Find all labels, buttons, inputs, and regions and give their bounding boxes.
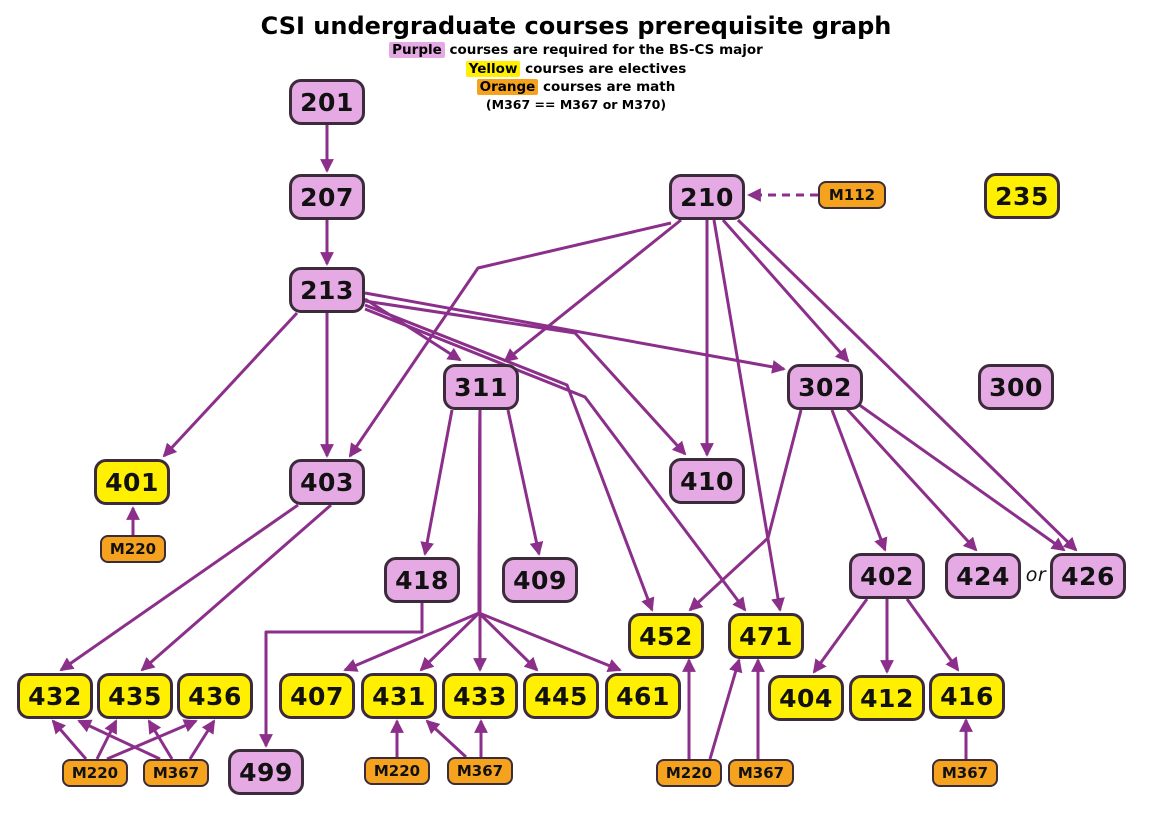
node-499: 499 <box>228 749 304 795</box>
node-302: 302 <box>787 364 863 410</box>
edge-m367b-to-436 <box>188 719 216 760</box>
edge-210-to-311 <box>503 218 682 363</box>
node-452: 452 <box>628 613 704 659</box>
edge-m220b-to-432 <box>51 719 88 760</box>
node-409: 409 <box>502 557 578 603</box>
node-435: 435 <box>97 673 173 719</box>
edge-302-to-424 <box>844 406 978 552</box>
node-432: 432 <box>17 673 93 719</box>
node-404: 404 <box>768 675 844 721</box>
node-m367e: M367 <box>932 759 998 787</box>
legend-yellow: Yellow courses are electives <box>0 61 1152 77</box>
node-410: 410 <box>669 458 745 504</box>
legend-purple-text: courses are required for the BS-CS major <box>444 42 763 58</box>
legend-purple: Purple courses are required for the BS-C… <box>0 42 1152 58</box>
edge-210-to-302 <box>721 219 850 363</box>
edge-213-to-410 <box>364 299 687 456</box>
node-m367d: M367 <box>728 759 794 787</box>
node-418: 418 <box>384 557 460 603</box>
edge-311-to-409 <box>506 409 544 556</box>
node-m112: M112 <box>818 181 886 209</box>
node-311: 311 <box>443 364 519 410</box>
node-m367b: M367 <box>143 759 209 787</box>
legend-yellow-swatch: Yellow <box>465 61 521 77</box>
legend-purple-swatch: Purple <box>389 42 445 58</box>
node-461: 461 <box>605 673 681 719</box>
node-402: 402 <box>849 553 925 599</box>
legend-orange-swatch: Orange <box>476 79 539 95</box>
node-433: 433 <box>442 673 518 719</box>
edge-302-to-402 <box>830 409 888 552</box>
edge-m367c-to-431 <box>425 719 468 759</box>
legend-yellow-text: courses are electives <box>520 61 687 77</box>
node-407: 407 <box>279 673 355 719</box>
legend-note: (M367 == M367 or M370) <box>485 97 667 112</box>
edge-402-to-416 <box>905 598 960 672</box>
edge-210-to-471 <box>712 219 785 612</box>
edge-402-to-404 <box>812 598 869 674</box>
edge-210-to-426 <box>736 218 1078 552</box>
edge-m220d-to-471 <box>708 658 743 760</box>
node-436: 436 <box>177 673 253 719</box>
edge-311-to-461 <box>477 409 622 672</box>
edge-m220b-to-436 <box>106 719 198 761</box>
node-300: 300 <box>978 364 1054 410</box>
node-m220b: M220 <box>62 759 128 787</box>
edge-418-to-499 <box>259 603 424 748</box>
edge-213-to-471 <box>364 307 747 612</box>
edge-403-to-432 <box>59 503 299 672</box>
legend-orange-text: courses are math <box>538 79 676 95</box>
edge-311-to-445 <box>477 409 539 672</box>
node-403: 403 <box>289 459 365 505</box>
edge-311-to-431 <box>419 409 482 672</box>
node-m220a: M220 <box>100 535 166 563</box>
edge-213-to-452 <box>364 303 655 612</box>
edge-403-to-435 <box>140 503 332 672</box>
page-title: CSI undergraduate courses prerequisite g… <box>260 12 892 40</box>
node-412: 412 <box>849 675 925 721</box>
node-m220c: M220 <box>364 757 430 785</box>
node-207: 207 <box>289 174 365 220</box>
node-426: 426 <box>1050 553 1126 599</box>
edge-311-to-418 <box>420 409 454 556</box>
or-label: or <box>1025 564 1047 586</box>
node-210: 210 <box>669 174 745 220</box>
node-445: 445 <box>523 673 599 719</box>
edge-m367b-to-435 <box>147 719 174 760</box>
node-235: 235 <box>984 173 1060 219</box>
edge-302-to-426 <box>857 402 1066 552</box>
legend-orange: Orange courses are math <box>0 79 1152 95</box>
edge-302-to-452 <box>688 409 803 612</box>
edge-213-to-401 <box>162 311 299 458</box>
edge-m220b-to-435 <box>95 719 118 760</box>
node-m367c: M367 <box>447 757 513 785</box>
node-213: 213 <box>289 267 365 313</box>
node-201: 201 <box>289 79 365 125</box>
node-401: 401 <box>94 459 170 505</box>
edge-210-to-403 <box>348 221 672 458</box>
edge-m367b-to-432 <box>77 719 161 761</box>
node-m220d: M220 <box>656 759 722 787</box>
node-471: 471 <box>728 613 804 659</box>
edge-213-to-302 <box>364 291 786 374</box>
node-424: 424 <box>945 553 1021 599</box>
node-416: 416 <box>929 673 1005 719</box>
node-431: 431 <box>361 673 437 719</box>
